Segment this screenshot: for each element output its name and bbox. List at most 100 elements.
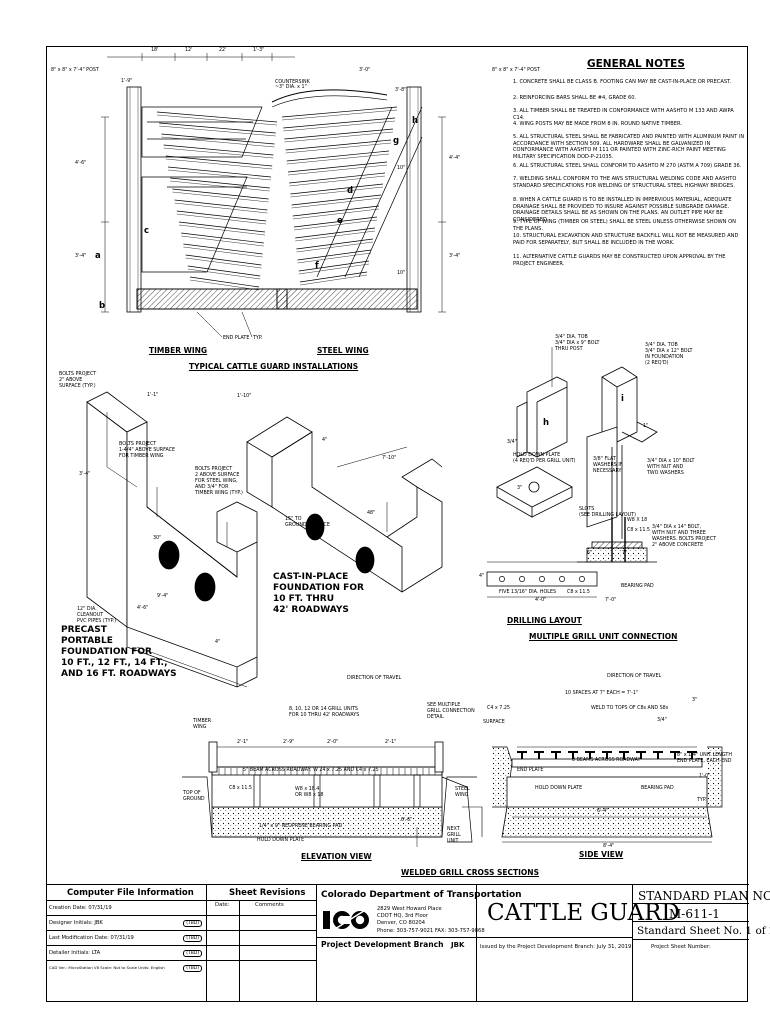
side-foundation <box>506 776 708 808</box>
bearing-pad <box>591 541 643 549</box>
bolts-project-timber-label: BOLTS PROJECT 1-4/4" ABOVE SURFACE FOR T… <box>119 442 176 459</box>
dim-label: 3'-0" <box>359 68 371 73</box>
cfi-tag: (TBD) <box>183 950 202 957</box>
grill-slat <box>296 241 374 253</box>
grill-slat <box>289 172 386 184</box>
hold-down-plate-label: HOLD DOWN PLATE <box>257 838 305 843</box>
cfi-row: Creation Date: 07/31/19 <box>49 905 112 911</box>
cip-foundation-iso <box>246 416 443 593</box>
letter-f: f <box>315 261 319 271</box>
bolt-foundation-label: 3/4" DIA. TOB 3/4" DIA x 12" BOLT IN FOU… <box>645 343 693 366</box>
drill-hole <box>519 576 525 582</box>
bearing-pad-label: BEARING PAD <box>641 786 674 791</box>
branch-initials: JBK <box>451 941 465 949</box>
grill-slat <box>181 235 264 247</box>
sheet-title-block: CATTLE GUARD Issued by the Project Devel… <box>477 885 680 1002</box>
c4-label: C4 x 7.25 <box>487 706 510 711</box>
dim-label: 1" <box>643 424 649 429</box>
cdot-logo-icon <box>323 908 369 930</box>
dim-label: 1'-3" <box>253 48 265 53</box>
post-label-left: 8" x 8" x 7'-4" POST <box>51 68 99 73</box>
grill-slat <box>165 158 273 170</box>
grill-tee-section <box>534 751 544 759</box>
grill-slat <box>178 221 266 233</box>
dim-label: 7" <box>622 551 628 556</box>
bolt-with-nut-label: 3/4" DIA x 10" BOLT WITH NUT AND TWO WAS… <box>647 459 695 476</box>
steel-wing-ref-label: STEEL WING <box>455 787 470 798</box>
grill-slat <box>181 232 264 244</box>
grill-slat <box>298 260 370 272</box>
letter-h: h <box>412 116 419 126</box>
grill-slat <box>176 213 267 225</box>
timber-wing-ref-label: TIMBER WING <box>193 719 212 730</box>
grill-beam <box>313 774 321 808</box>
cfi-tag: (TBD) <box>183 935 202 942</box>
dim-label: 8'-4" <box>603 844 615 849</box>
grill-slat <box>174 202 268 214</box>
direction-of-travel-label: DIRECTION OF TRAVEL <box>347 676 402 681</box>
revision-comments-header: Comments <box>255 902 284 908</box>
computer-file-info: Computer File Information Creation Date:… <box>47 885 207 1002</box>
dim-label: 6" <box>587 551 593 556</box>
grill-slat <box>183 246 263 258</box>
dim-label: 6'-4" <box>597 809 609 814</box>
dim-label: 3'-8" <box>395 88 407 93</box>
general-note-item: 3. ALL TIMBER SHALL BE TREATED IN CONFOR… <box>513 108 734 121</box>
steel-wing-view <box>271 86 446 313</box>
general-note-item: 9. TYPE OF WING (TIMBER OR STEEL) SHALL … <box>513 219 736 232</box>
grill-slat <box>185 254 262 266</box>
grill-slat <box>281 109 398 121</box>
cast-in-place-label: CAST-IN-PLACE FOUNDATION FOR 10 FT. THRU… <box>273 572 364 615</box>
end-plate-label: END PLATE <box>223 336 250 341</box>
countersink-label: COUNTERSINK ~3" DIA. x 1" <box>275 80 310 90</box>
dim-label: 1'-10" <box>237 394 252 399</box>
dim-label: 6'-6" <box>401 818 413 823</box>
drill-hole <box>559 576 565 582</box>
grill-slat <box>189 279 260 291</box>
grill-tee-section <box>585 751 595 759</box>
elevation-view <box>182 741 483 847</box>
slots-label: SLOTS (SEE DRILLING LAYOUT) <box>579 507 636 518</box>
cfi-row: Detailer Initials: LTA(TBD) <box>49 950 205 957</box>
grill-beam <box>373 774 381 808</box>
title-block: Computer File Information Creation Date:… <box>47 884 770 1003</box>
dim-label: 3/4" <box>657 718 667 723</box>
grill-slat <box>299 274 368 286</box>
grill-slat <box>291 197 382 209</box>
bolts-project-label: BOLTS PROJECT 2" ABOVE SURFACE (TYP.) <box>59 372 97 389</box>
w8-label: W8 x 18.4 OR W8 x 18 <box>295 787 324 798</box>
precast-foundation-label: PRECAST PORTABLE FOUNDATION FOR 10 FT., … <box>61 625 177 679</box>
grill-slat <box>183 243 263 255</box>
elevation-wing-left <box>208 741 218 773</box>
general-note-item: 11. ALTERNATIVE CATTLE GUARDS MAY BE CON… <box>513 254 726 267</box>
spaces-label: 10 SPACES AT 7" EACH = 7'-1" <box>565 691 639 696</box>
cleanout-label: 12" DIA. CLEANOUT PVC PIPES (TYP.) <box>77 607 117 624</box>
grill-slat <box>172 191 269 203</box>
dim-label: C8 x 11.5 <box>627 528 650 533</box>
grill-slat <box>284 128 394 140</box>
cleanout-pipe <box>194 572 216 602</box>
grill-tee-section <box>619 751 629 759</box>
dim-label: 48" <box>367 511 376 516</box>
grill-slat <box>296 238 374 250</box>
dim-label: W8 X 18 <box>627 518 648 523</box>
dim-label: 2'-1" <box>237 740 249 745</box>
letter-c: c <box>144 226 150 236</box>
multi-grill-connection-title: MULTIPLE GRILL UNIT CONNECTION <box>529 632 678 641</box>
grill-tee-section <box>551 751 561 759</box>
grill-tee-section <box>670 751 680 759</box>
grill-slat <box>170 180 270 192</box>
cdot-block: Colorado Department of Transportation 28… <box>317 885 522 1002</box>
drill-holes-label: FIVE 13/16" DIA. HOLES <box>499 590 557 595</box>
cast-in-place-pipe <box>355 546 375 574</box>
bolt-three-washers-label: 3/4" DIA x 14" BOLT, WITH NUT AND THREE … <box>652 525 717 548</box>
dim-label: 9'-4" <box>157 594 169 599</box>
grill-slat <box>156 114 278 126</box>
dim-label: 4'-6" <box>137 606 149 611</box>
standard-sheet-number: Standard Sheet No. 1 of 2 <box>637 925 770 937</box>
grill-tee-section <box>602 751 612 759</box>
dim-label: 3" <box>517 486 523 491</box>
standard-plan-block: STANDARD PLAN NO. M-611-1 Standard Sheet… <box>633 885 770 1002</box>
general-notes-title: GENERAL NOTES <box>587 58 685 70</box>
ground-surface-label: 15" TO GROUND SURFACE <box>285 517 330 528</box>
